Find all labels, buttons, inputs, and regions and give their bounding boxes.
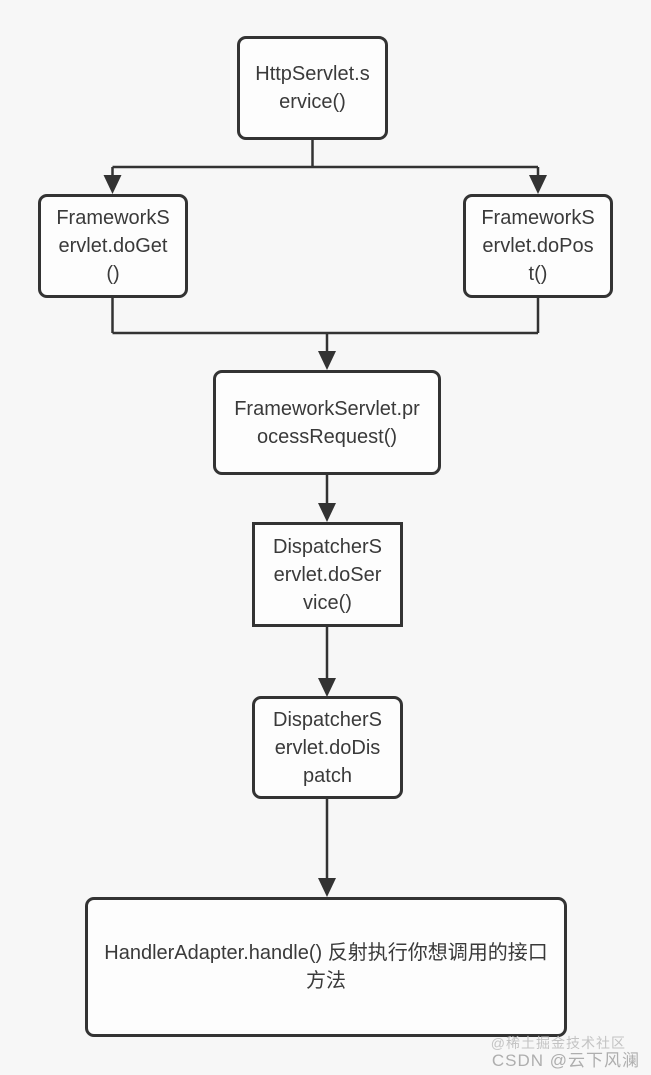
node-label-line: ervlet.doDis [274,736,381,759]
node-label-line: ervlet.doGet [58,235,168,257]
flow-node-handleradapter-handle: HandlerAdapter.handle() 反射执行你想调用的接口 方法 [85,897,567,1037]
node-label-line: DispatcherS [273,708,382,731]
node-label-line: ervice() [279,91,346,113]
node-label-line: FrameworkServlet.pr [234,397,420,420]
node-label-line: t() [528,263,548,285]
arrowhead-to-dodispatch [318,678,336,697]
flow-node-httpservlet-service: HttpServlet.s ervice() [237,36,388,140]
node-label-line: HttpServlet.s [255,63,370,85]
flow-node-frameworkservlet-dopost: FrameworkS ervlet.doPos t() [463,194,613,298]
arrowhead-to-dopost [529,175,547,194]
arrowhead-to-processrequest [318,351,336,370]
flow-node-dispatcherservlet-dodispatch: DispatcherS ervlet.doDis patch [252,696,403,799]
edge-service-branch-line [111,140,540,176]
node-label-line: DispatcherS [273,535,382,558]
node-label-line: ervlet.doSer [273,563,382,586]
node-label-line: FrameworkS [56,207,170,229]
node-label-line: patch [303,764,352,787]
flow-node-frameworkservlet-processrequest: FrameworkServlet.pr ocessRequest() [213,370,441,475]
node-label-line: vice() [303,591,352,614]
flow-node-frameworkservlet-doget: FrameworkS ervlet.doGet () [38,194,188,298]
node-label-line: () [106,263,120,285]
edge-merge-line [111,298,540,352]
node-label-line: ocessRequest() [256,425,398,448]
node-label-line: FrameworkS [481,207,595,229]
node-label-line: ervlet.doPos [482,235,594,257]
node-label-line: 方法 [306,970,346,992]
arrowhead-to-doget [103,175,122,194]
arrowhead-to-handle [318,878,336,897]
arrowhead-to-doservice [318,503,336,522]
node-label-line: HandlerAdapter.handle() 反射执行你想调用的接口 [104,942,548,964]
flow-node-dispatcherservlet-doservice: DispatcherS ervlet.doSer vice() [252,522,403,627]
